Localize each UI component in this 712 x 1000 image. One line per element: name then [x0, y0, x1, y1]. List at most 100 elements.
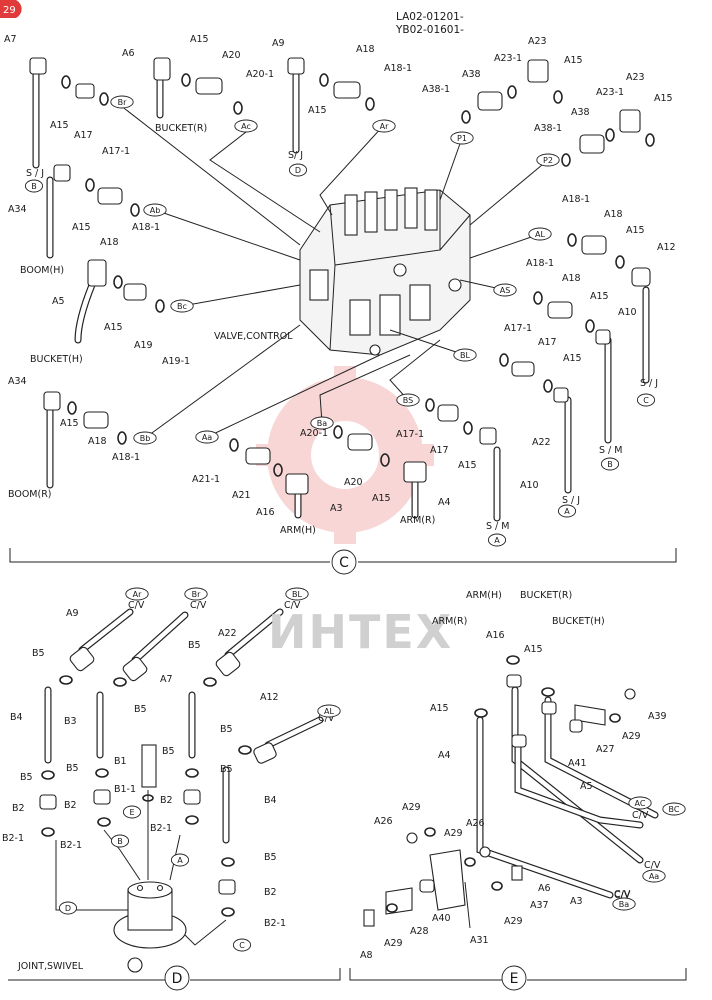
part-label: A8: [360, 950, 373, 961]
part-label: ARM(H): [466, 590, 502, 601]
port-tag-oval: [184, 587, 208, 601]
part-label: A38-1: [422, 84, 450, 95]
port-tag: Br: [184, 587, 208, 601]
part-label: A38: [571, 107, 590, 118]
section-marker-c: C: [331, 549, 357, 575]
part-label: JOINT,SWIVEL: [17, 961, 84, 972]
part-label: A17-1: [504, 323, 532, 334]
part-label: S / J: [640, 378, 658, 389]
part-label: A26: [374, 816, 393, 827]
port-tag-oval: [285, 587, 309, 601]
part-label: A23-1: [596, 87, 624, 98]
part-label: A38: [462, 69, 481, 80]
port-tag: BL: [453, 348, 477, 362]
port-tag-text: Br: [118, 98, 127, 107]
part-label: A34: [8, 204, 27, 215]
part-label: A19: [134, 340, 153, 351]
part-label: BUCKET(H): [552, 616, 605, 627]
port-tag-text: A: [177, 856, 183, 865]
part-label: A9: [272, 38, 285, 49]
port-tag-oval: [642, 869, 666, 883]
part-label: A27: [596, 744, 615, 755]
part-label: A29: [622, 731, 641, 742]
part-label: A40: [432, 913, 451, 924]
part-label: BUCKET(R): [520, 590, 572, 601]
part-label: A28: [410, 926, 429, 937]
part-label: A18-1: [112, 452, 140, 463]
port-tag-text: B: [117, 837, 123, 846]
port-tag: AL: [528, 227, 552, 241]
part-label: A3: [570, 896, 583, 907]
part-label: A15: [626, 225, 645, 236]
part-label: BOOM(H): [20, 265, 64, 276]
watermark-text: ИНТЕХ: [268, 605, 453, 659]
part-label: A29: [384, 938, 403, 949]
port-tag-oval: [662, 802, 686, 816]
hoses-c: [32, 66, 650, 522]
part-label: A9: [66, 608, 79, 619]
port-tag-oval: [372, 119, 396, 133]
part-label: A20-1: [300, 428, 328, 439]
port-tag-text: P1: [457, 134, 467, 143]
port-tag-oval: [195, 430, 219, 444]
part-label: A17: [430, 445, 449, 456]
part-label: A15: [50, 120, 69, 131]
section-marker-e: E: [501, 965, 527, 991]
part-label: ARM(R): [432, 616, 467, 627]
port-tag: P1: [450, 131, 474, 145]
port-tag-oval: [133, 431, 157, 445]
part-label: A18: [100, 237, 119, 248]
part-label: A15: [72, 222, 91, 233]
part-label: C/V: [632, 810, 649, 821]
port-tag-text: B: [31, 182, 37, 191]
port-tag: Aa: [642, 869, 666, 883]
port-tag: P2: [536, 153, 560, 167]
port-tag-text: A: [564, 507, 570, 516]
part-label: A18-1: [384, 63, 412, 74]
part-label: A18-1: [526, 258, 554, 269]
port-tag-text: Aa: [202, 433, 212, 442]
part-label: A18-1: [132, 222, 160, 233]
header-code-line-2: YB02-01601-: [395, 24, 464, 36]
part-label: A29: [444, 828, 463, 839]
part-label: A22: [532, 437, 551, 448]
part-label: A18: [562, 273, 581, 284]
svg-text:C: C: [339, 555, 349, 571]
section-markers: C D E: [164, 549, 527, 991]
part-label: A34: [8, 376, 27, 387]
control-valve-icon: [299, 187, 471, 356]
part-label: A17-1: [102, 146, 130, 157]
leader-lines-c: [119, 104, 549, 439]
port-tag: A: [557, 504, 577, 518]
part-label: B5: [264, 852, 277, 863]
port-tag-oval: [536, 153, 560, 167]
port-tag-text: Ba: [619, 900, 629, 909]
part-label: A4: [438, 497, 451, 508]
port-tag: BS: [396, 393, 420, 407]
part-label: A29: [402, 802, 421, 813]
part-label: A15: [590, 291, 609, 302]
part-label: A15: [563, 353, 582, 364]
part-label: B5: [162, 746, 175, 757]
part-label: B2: [264, 887, 277, 898]
port-tag-text: Ba: [317, 419, 327, 428]
port-tag: AL: [317, 704, 341, 718]
part-label: A31: [470, 935, 489, 946]
header-code-line-1: LA02-01201-: [396, 11, 464, 23]
part-label: B5: [220, 724, 233, 735]
part-label: A37: [530, 900, 549, 911]
part-label: A15: [458, 460, 477, 471]
part-label: B5: [134, 704, 147, 715]
part-label: A15: [654, 93, 673, 104]
parts-e: [363, 655, 659, 929]
part-label: B1-1: [114, 784, 136, 795]
port-tag-text: Bc: [177, 302, 187, 311]
port-tag-oval: [58, 901, 78, 915]
part-label: B3: [64, 716, 77, 727]
part-label: C/V: [614, 889, 631, 900]
part-label: B5: [188, 640, 201, 651]
port-tag: D: [58, 901, 78, 915]
